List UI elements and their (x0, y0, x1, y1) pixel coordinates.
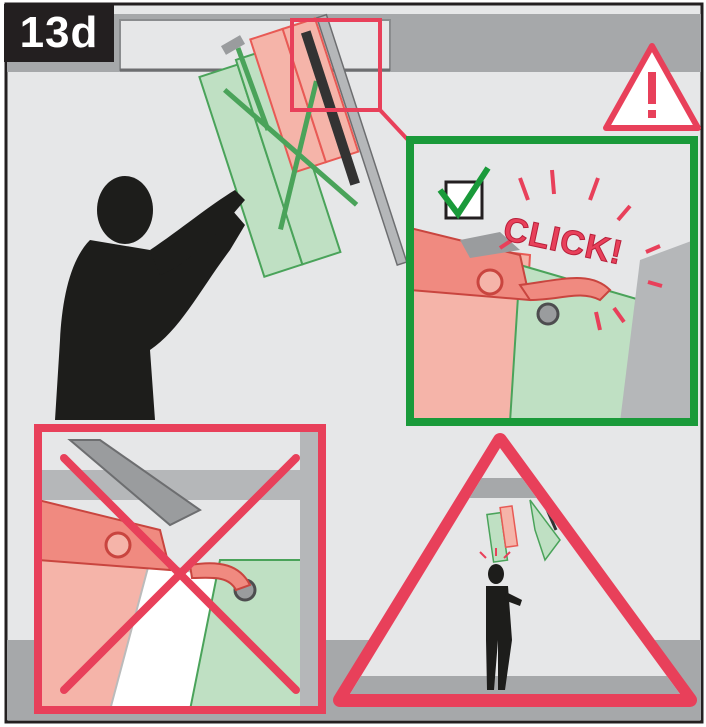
wrong-detail-callout (38, 428, 322, 710)
step-number-badge: 13d (4, 4, 114, 62)
correct-detail-callout (410, 140, 694, 422)
